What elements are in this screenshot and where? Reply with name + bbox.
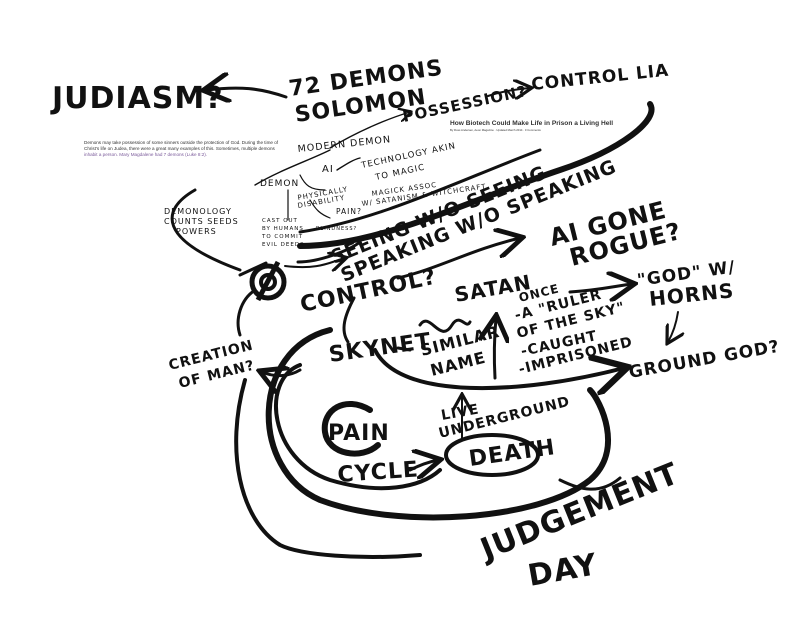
death-oval xyxy=(444,433,540,477)
link-ai-tech xyxy=(336,157,361,171)
label-judiasm: JUDIASM? xyxy=(50,81,224,116)
article-snippet-left: Demons may take possession of some sinne… xyxy=(84,140,279,157)
link-modern-possession xyxy=(329,112,410,149)
label-cast-4: EVIL DEEDS xyxy=(262,242,305,248)
arrow-up-satan xyxy=(494,318,496,380)
brace-left xyxy=(170,188,242,272)
loop-inner xyxy=(298,148,542,234)
outer-loop xyxy=(265,327,611,521)
far-loop xyxy=(234,378,422,559)
arrow-cycle-death xyxy=(408,460,438,470)
snippet-line-1: Demons may take possession of some sinne… xyxy=(84,140,279,145)
arrow-to-god-horns xyxy=(568,284,632,292)
label-pain: PAIN xyxy=(328,421,390,446)
arrow-to-creation xyxy=(262,370,302,376)
squiggle-similar xyxy=(418,318,472,333)
link-demon-modern xyxy=(254,149,331,186)
label-cycle: CYCLE xyxy=(337,457,420,488)
label-small-q: BLINDNESS? xyxy=(316,226,357,232)
label-demonology-2: COUNTS SEEDS xyxy=(164,217,239,226)
link-creation-eye xyxy=(236,288,257,337)
label-control-lia: CONTROL LIA xyxy=(530,61,670,95)
big-loop-top xyxy=(297,101,655,249)
link-eye-seeing xyxy=(284,258,345,267)
snippet-line-3: inhabit a person. Mary Magdalene had 7 d… xyxy=(84,152,207,157)
link-demon-physical xyxy=(299,174,326,191)
label-death: DEATH xyxy=(467,435,557,472)
connector-strokes xyxy=(170,88,678,559)
link-control-skynet xyxy=(342,296,356,344)
arrow-to-ground-god xyxy=(373,348,624,388)
label-ground-god: GROUND GOD? xyxy=(627,337,781,383)
snippet-byline: By Ross Andersen, Aeon Magazine · Update… xyxy=(450,128,541,132)
link-judgement xyxy=(558,476,622,491)
label-demon: DEMON xyxy=(260,179,299,189)
label-cast-3: TO COMMIT xyxy=(261,234,303,240)
label-day: DAY xyxy=(525,547,600,594)
snippet-box xyxy=(446,114,618,136)
label-cast-2: BY HUMANS xyxy=(262,226,304,232)
label-modern-demon: MODERN DEMON xyxy=(297,134,391,155)
snippet-headline: How Biotech Could Make Life in Prison a … xyxy=(450,120,613,127)
arrow-to-control-lia xyxy=(487,88,530,96)
label-demonology-3: POWERS xyxy=(176,227,217,236)
label-pain-q: PAIN? xyxy=(336,207,362,216)
pain-circle xyxy=(321,401,381,457)
arrow-horns-ground xyxy=(668,311,678,342)
article-snippet-right: How Biotech Could Make Life in Prison a … xyxy=(446,114,618,136)
link-similar-skynet xyxy=(396,346,412,352)
snippet-line-2: Christ's life on Judea, there were a gre… xyxy=(84,146,276,151)
inner-loop xyxy=(274,363,442,491)
label-demonology-1: DEMONOLOGY xyxy=(164,207,232,216)
arrow-to-judiasm xyxy=(206,88,288,97)
label-live: LIVE xyxy=(440,401,481,423)
eye-symbol xyxy=(249,260,287,302)
labels: JUDIASM? 72 DEMONS SOLOMON POSSESSION? C… xyxy=(50,56,781,594)
label-ai-small: AI xyxy=(322,164,334,175)
link-physical-pain xyxy=(309,199,331,219)
arrow-to-ai-rogue xyxy=(396,238,520,280)
label-cast-1: CAST OUT xyxy=(262,218,298,224)
